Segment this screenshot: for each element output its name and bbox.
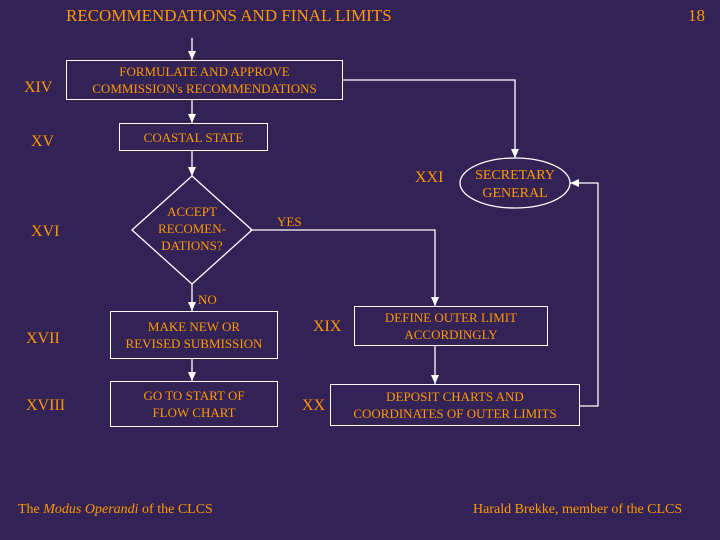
step-box-xviii: GO TO START OF FLOW CHART: [110, 381, 278, 427]
step-label-xxi: SECRETARY GENERAL: [475, 168, 555, 201]
step-label-xvii: MAKE NEW OR REVISED SUBMISSION: [125, 319, 263, 351]
step-label-xvi: ACCEPT RECOMEN- DATIONS?: [158, 204, 226, 253]
step-box-xx: DEPOSIT CHARTS AND COORDINATES OF OUTER …: [330, 384, 580, 426]
decision-diamond: [131, 175, 253, 285]
connector-xx-to-xxi: [570, 179, 599, 407]
step-numeral-xxi: XXI: [415, 169, 444, 186]
step-box-xiv: FORMULATE AND APPROVE COMMISSION's RECOM…: [66, 60, 343, 100]
step-box-xv: COASTAL STATE: [119, 123, 268, 151]
connector-yes-to-xix: [250, 229, 439, 306]
step-numeral-xv: XV: [31, 133, 55, 150]
step-label-xix: DEFINE OUTER LIMIT ACCORDINGLY: [384, 310, 518, 342]
connector-xiv-to-xxi: [343, 79, 519, 158]
step-label-xv: COASTAL STATE: [143, 129, 244, 145]
step-numeral-xix: XIX: [313, 318, 342, 335]
step-numeral-xiv: XIV: [24, 79, 53, 96]
step-box-xvii: MAKE NEW OR REVISED SUBMISSION: [110, 311, 278, 359]
step-numeral-xx: XX: [302, 397, 326, 414]
step-numeral-xvi: XVI: [31, 223, 60, 240]
footer-left: The Modus Operandi of the CLCS: [18, 502, 213, 518]
step-box-xix: DEFINE OUTER LIMIT ACCORDINGLY: [354, 306, 548, 346]
footer-left-italic: Modus Operandi: [43, 502, 139, 517]
step-label-xviii: GO TO START OF FLOW CHART: [143, 388, 245, 420]
step-numeral-xviii: XVIII: [26, 397, 66, 414]
secretary-general-ellipse: [459, 157, 571, 209]
slide-title: RECOMMENDATIONS AND FINAL LIMITS: [66, 6, 392, 25]
footer-right: Harald Brekke, member of the CLCS: [473, 502, 683, 517]
step-numeral-xvii: XVII: [26, 330, 60, 347]
page-number: 18: [688, 6, 705, 25]
branch-yes-label: YES: [277, 214, 302, 229]
footer-left-suffix: of the CLCS: [138, 502, 213, 517]
footer-left-prefix: The: [18, 502, 44, 517]
step-label-xiv: FORMULATE AND APPROVE COMMISSION's RECOM…: [92, 64, 317, 96]
step-label-xx: DEPOSIT CHARTS AND COORDINATES OF OUTER …: [353, 389, 557, 421]
branch-no-label: NO: [198, 292, 217, 307]
